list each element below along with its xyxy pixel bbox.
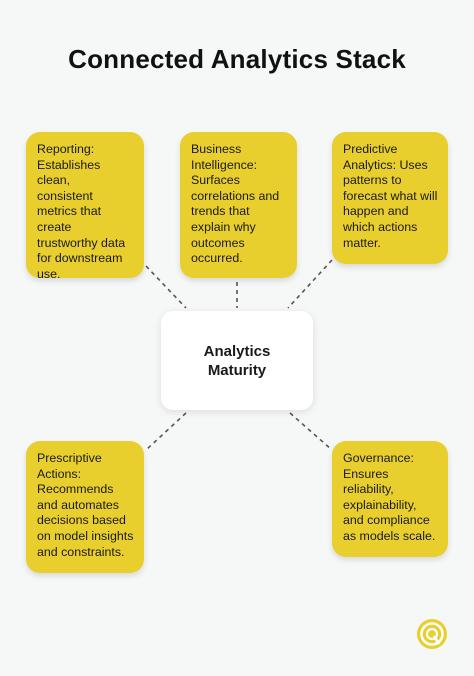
connector-governance [289,412,333,451]
card-governance-text: Governance: Ensures reliability, explain… [343,451,436,543]
card-prescriptive-actions-text: Prescriptive Actions: Recommends and aut… [37,451,134,559]
card-predictive-analytics-text: Predictive Analytics: Uses patterns to f… [343,142,438,250]
card-reporting: Reporting: Establishes clean, consistent… [26,132,144,281]
connector-predictive [287,259,333,309]
circle-q-logo-icon [417,619,447,649]
card-business-intelligence-text: Business Intelligence: Surfaces correlat… [191,142,280,266]
card-business-intelligence: Business Intelligence: Surfaces correlat… [180,132,297,278]
connector-prescriptive [145,412,187,451]
center-node-analytics-maturity: Analytics Maturity [161,311,313,410]
diagram-title: Connected Analytics Stack [68,44,406,74]
card-prescriptive-actions: Prescriptive Actions: Recommends and aut… [26,441,144,573]
card-predictive-analytics: Predictive Analytics: Uses patterns to f… [332,132,448,264]
center-node-label: Analytics Maturity [203,342,271,379]
card-governance: Governance: Ensures reliability, explain… [332,441,448,557]
card-reporting-text: Reporting: Establishes clean, consistent… [37,142,126,281]
connector-reporting [145,265,187,309]
